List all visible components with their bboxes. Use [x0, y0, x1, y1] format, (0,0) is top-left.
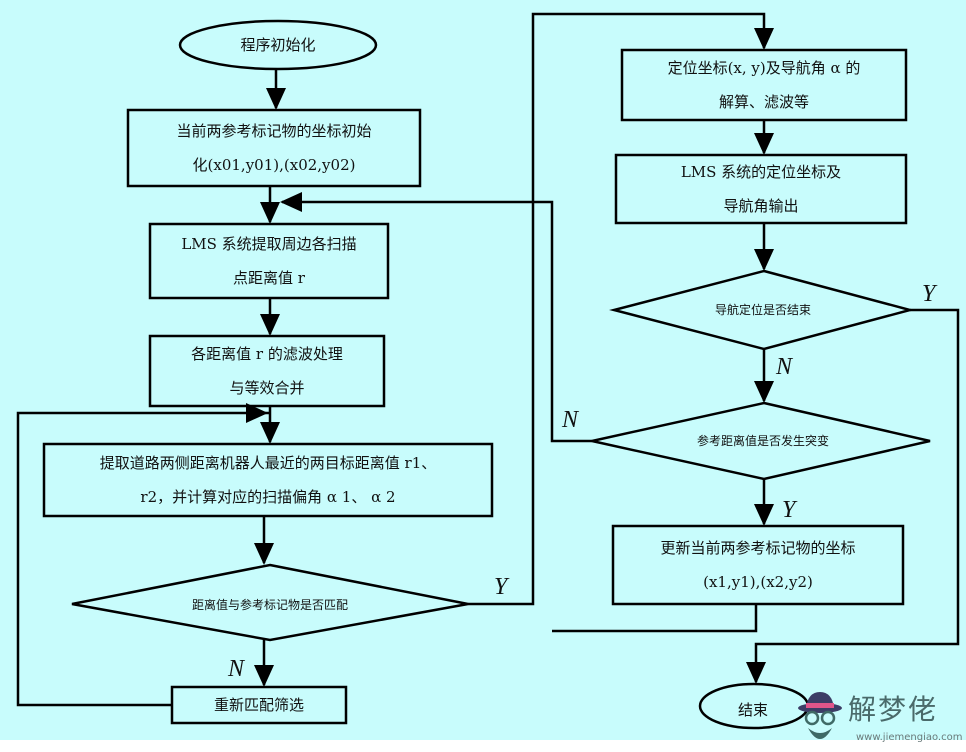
node-filter: 各距离值 r 的滤波处理 与等效合并	[150, 336, 384, 406]
arrowhead-jump-no-loop	[280, 192, 302, 212]
arrowhead-solve	[754, 28, 774, 50]
node-lms-extract: LMS 系统提取周边各扫描 点距离值 r	[150, 224, 388, 298]
arrowhead-rematch-loop	[246, 403, 268, 423]
lms-extract-line-2: 点距离值 r	[233, 269, 305, 287]
node-update-coords: 更新当前两参考标记物的坐标 (x1,y1),(x2,y2)	[613, 526, 903, 604]
rematch-label: 重新匹配筛选	[213, 696, 304, 714]
match-decision-diamond	[71, 563, 469, 642]
node-extract-targets: 提取道路两侧距离机器人最近的两目标距离值 r1、 r2，并计算对应的扫描偏角 α…	[44, 444, 492, 516]
jump-no-label: N	[562, 407, 579, 433]
node-jump-decision: 参考距离值是否发生突变	[598, 424, 928, 458]
update-coords-line-2: (x1,y1),(x2,y2)	[703, 573, 813, 591]
arrowhead-match	[254, 543, 274, 565]
start-terminator-shape	[178, 19, 378, 71]
arrowhead-end	[746, 662, 766, 684]
extract-targets-box	[42, 442, 494, 518]
match-yes-label: Y	[494, 574, 508, 600]
solve-position-line-1: 定位坐标(x, y)及导航角 α 的	[667, 59, 861, 77]
node-start: 程序初始化	[180, 22, 376, 68]
watermark-title: 解梦佬	[848, 693, 939, 726]
node-match-decision: 距离值与参考标记物是否匹配	[72, 588, 468, 622]
end-label: 结束	[737, 701, 768, 719]
arrowhead-update	[754, 504, 774, 526]
solve-position-line-2: 解算、滤波等	[718, 93, 809, 111]
output-box	[614, 153, 908, 225]
arrowhead-rematch	[254, 665, 274, 687]
rematch-loop-line	[16, 411, 270, 707]
extract-targets-line-2: r2，并计算对应的扫描偏角 α 1、 α 2	[140, 488, 396, 506]
match-no-label: N	[228, 656, 245, 682]
end-no-label: N	[776, 354, 793, 380]
node-rematch: 重新匹配筛选	[172, 687, 346, 723]
end-decision-label: 导航定位是否结束	[714, 303, 811, 317]
watermark-url: www.jiemengiao.com	[856, 732, 963, 743]
node-end-decision: 导航定位是否结束	[620, 293, 906, 327]
end-yes-label: Y	[922, 281, 936, 307]
arrowhead-end-decision	[754, 249, 774, 271]
update-loop-line	[552, 604, 758, 633]
filter-line-1: 各距离值 r 的滤波处理	[191, 345, 343, 363]
node-solve-position: 定位坐标(x, y)及导航角 α 的 解算、滤波等	[622, 50, 906, 120]
update-coords-line-1: 更新当前两参考标记物的坐标	[660, 539, 856, 557]
arrowhead-init	[266, 88, 286, 110]
update-coords-box	[611, 524, 905, 606]
node-end: 结束	[700, 688, 806, 732]
jump-no-line	[282, 200, 592, 443]
node-output: LMS 系统的定位坐标及 导航角输出	[616, 155, 906, 223]
arrowhead-output	[754, 133, 774, 155]
init-coords-line-2: 化(x01,y01),(x02,y02)	[192, 156, 356, 174]
jump-yes-label: Y	[782, 497, 796, 523]
hat-avatar-icon	[798, 692, 842, 739]
arrowhead-extract	[260, 422, 280, 444]
match-yes-line	[468, 12, 766, 606]
lms-extract-line-1: LMS 系统提取周边各扫描	[181, 235, 357, 253]
extract-targets-line-1: 提取道路两侧距离机器人最近的两目标距离值 r1、	[99, 454, 437, 472]
arrowhead-filter	[260, 314, 280, 336]
node-init-coords: 当前两参考标记物的坐标初始 化(x01,y01),(x02,y02)	[128, 110, 420, 186]
filter-line-2: 与等效合并	[229, 379, 305, 397]
init-coords-box	[126, 108, 422, 188]
init-coords-line-1: 当前两参考标记物的坐标初始	[176, 122, 372, 140]
output-line-2: 导航角输出	[723, 197, 799, 215]
output-line-1: LMS 系统的定位坐标及	[680, 163, 842, 181]
watermark: 解梦佬 www.jiemengiao.com	[796, 688, 966, 752]
filter-box	[148, 334, 386, 408]
match-decision-label: 距离值与参考标记物是否匹配	[191, 598, 348, 612]
arrowhead-lms	[260, 202, 280, 224]
start-label: 程序初始化	[240, 36, 316, 54]
arrowhead-jump-decision	[754, 381, 774, 403]
end-yes-line	[754, 308, 960, 682]
jump-decision-label: 参考距离值是否发生突变	[696, 434, 829, 448]
